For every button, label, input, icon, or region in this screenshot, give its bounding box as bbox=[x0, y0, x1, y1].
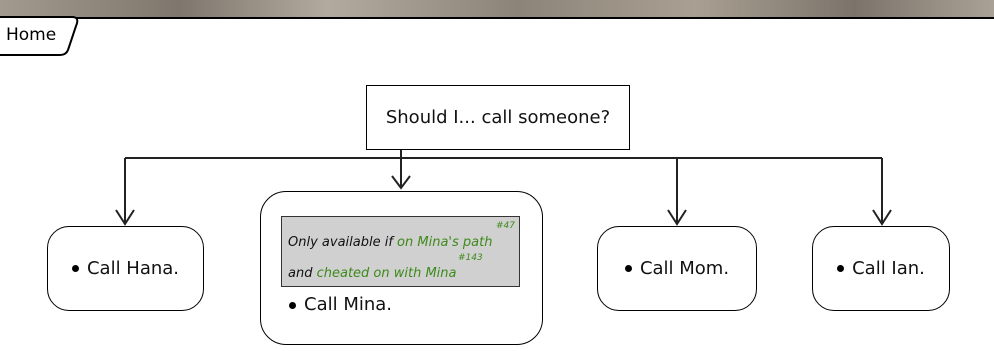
condition-line-1: Only available if on Mina's path bbox=[288, 235, 492, 250]
home-tab[interactable]: Home bbox=[0, 14, 80, 56]
choice-label: Call Mom. bbox=[639, 258, 730, 279]
condition-text: Only available if bbox=[288, 235, 398, 250]
bullet-icon bbox=[624, 265, 632, 272]
condition-link-cheated[interactable]: cheated on with Mina bbox=[316, 266, 457, 281]
background-photo bbox=[0, 0, 994, 20]
question-text: Should I... call someone? bbox=[385, 107, 611, 128]
condition-line-2: and cheated on with Mina bbox=[288, 266, 457, 281]
choice-call-mom[interactable]: Call Mom. bbox=[597, 226, 757, 311]
home-link[interactable]: Home bbox=[6, 25, 57, 45]
home-tab-shape bbox=[0, 16, 79, 56]
choice-call-mina[interactable]: Only available if on Mina's path #47 and… bbox=[260, 191, 543, 345]
condition-box: Only available if on Mina's path #47 and… bbox=[281, 216, 520, 287]
question-node: Should I... call someone? bbox=[366, 85, 630, 150]
choice-label-row: Call Mina. bbox=[289, 294, 392, 315]
choice-call-hana[interactable]: Call Hana. bbox=[47, 226, 204, 311]
condition-link-mina-path[interactable]: on Mina's path bbox=[397, 235, 493, 250]
choice-call-ian[interactable]: Call Ian. bbox=[812, 226, 950, 311]
choice-label: Call Ian. bbox=[852, 258, 925, 279]
choice-label: Call Mina. bbox=[304, 294, 393, 315]
condition-text: and bbox=[288, 266, 317, 281]
condition-ref-47[interactable]: #47 bbox=[496, 221, 515, 231]
bullet-icon bbox=[289, 301, 296, 309]
bullet-icon bbox=[837, 265, 845, 272]
condition-ref-143[interactable]: #143 bbox=[458, 253, 483, 263]
bullet-icon bbox=[71, 265, 79, 272]
choice-label: Call Hana. bbox=[86, 258, 180, 279]
